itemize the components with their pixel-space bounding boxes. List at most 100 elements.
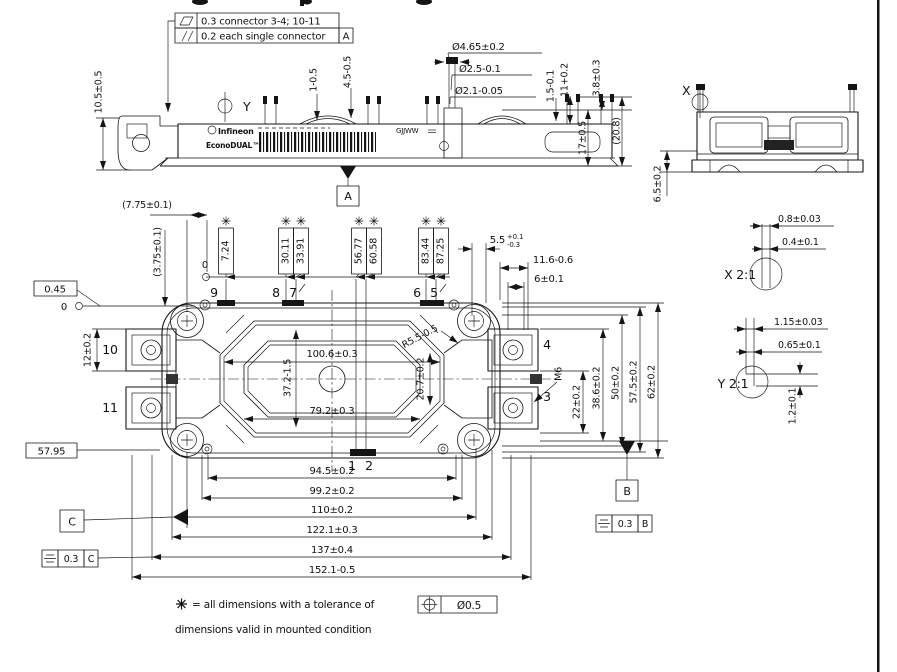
dim-bottom-122-1: 122.1±0.3 [306, 525, 357, 536]
dim-pin-dia-outer: Ø4.65±0.2 [452, 41, 505, 53]
detail-y-dim-inner: 0.65±0.1 [778, 340, 821, 351]
terminal-10 [125, 328, 177, 372]
notes: = all dimensions with a tolerance of Ø0.… [175, 595, 498, 636]
flatness-value: 0.3 connector 3-4; 10-11 [201, 17, 321, 28]
end-view: X 6.5±0.2 [653, 83, 864, 202]
ref-offset-x: (7.75±0.1) [122, 200, 172, 211]
barcode [258, 132, 376, 152]
symmetry-frame-c: 0.3 C [41, 549, 153, 568]
parallelism-datum-ref: A [343, 32, 350, 43]
main-view: 10 11 4 3 M6 1 2 0 [25, 200, 668, 580]
cropped-title-fragment [192, 0, 432, 6]
dim-corner-radius: R5.5-0.5 [400, 323, 439, 351]
pin-position-7: 33.91 [296, 238, 307, 264]
infineon-logo-icon [207, 125, 217, 135]
thread-label: M6 [554, 367, 565, 381]
datum-c-triangle-icon [173, 509, 188, 525]
brand-label: Infineon [218, 127, 254, 136]
ref-left-box: 0.45 [44, 285, 65, 296]
sheet-border [877, 0, 880, 672]
terminal-section [443, 107, 463, 159]
terminal-11-label: 11 [102, 400, 118, 415]
dim-pin-dia-core: Ø2.1-0.05 [455, 85, 503, 97]
dim-step: 1.5-0.1 [546, 70, 557, 102]
datum-b-triangle-icon [619, 441, 635, 455]
dim-right-57-5: 57.5±0.2 [629, 361, 640, 404]
dim-bottom-152-1: 152.1-0.5 [309, 565, 355, 576]
dim-bracket-height: 10.5±0.5 [94, 71, 105, 114]
parallelism-icon [181, 30, 194, 42]
ref-bottom-left-box: 57.95 [38, 447, 66, 458]
pin-position-8: 30.11 [281, 238, 292, 264]
dim-lid-width: 100.6±0.3 [306, 349, 357, 360]
terminal-11 [125, 386, 177, 430]
dim-right-38-6: 38.6±0.2 [592, 367, 603, 410]
marking-label: GJJWW [396, 127, 419, 135]
position-tolerance-value: Ø0.5 [457, 600, 481, 612]
pin-6-label: 6 [413, 285, 421, 300]
frame-b-datum: B [642, 519, 648, 530]
symmetry-frame-b: 0.3 B [595, 514, 653, 533]
side-pins [263, 94, 614, 124]
dim-base-height: 6.5±0.2 [653, 165, 664, 202]
pin-5-label: 5 [430, 285, 438, 300]
parallelism-value: 0.2 each single connector [201, 32, 326, 43]
terminal-3-label: 3 [543, 389, 551, 404]
star-icon [221, 216, 446, 226]
dim-pin5-up: +0.1 [507, 233, 523, 241]
dim-lid-height: 37.2-1.5 [283, 359, 294, 397]
dim-terminal-depth: 11.6-0.6 [533, 255, 573, 266]
dim-bottom-110: 110±0.2 [311, 505, 353, 516]
pin-9-label: 9 [210, 285, 218, 300]
note-line1: = all dimensions with a tolerance of [192, 599, 375, 611]
dim-body-height: 17±0.5 [578, 121, 589, 155]
pin-position-6: 83.44 [421, 238, 432, 264]
dim-terminal-height: 12±0.2 [83, 333, 94, 367]
detail-y: 1.15±0.03 0.65±0.1 1.2±0.1 Y 2:1 [717, 317, 828, 424]
datum-x-label: X [682, 83, 691, 98]
dim-pocket-height: 20.7±0.2 [416, 358, 427, 401]
datum-y-target-icon [217, 92, 233, 122]
datum-c-label: C [68, 516, 76, 529]
ref-offset-y: (3.75±0.1) [153, 227, 164, 277]
dim-right-62: 62±0.2 [647, 365, 658, 399]
position-tolerance-frame: Ø0.5 [417, 595, 498, 614]
tolerance-frames: 0.3 connector 3-4; 10-11 0.2 each single… [165, 12, 354, 112]
dim-top-gap: 3.8±0.3 [592, 59, 603, 96]
series-label: EconoDUAL™ [206, 141, 259, 150]
pin-position-dims: 7.24 30.11 33.91 56.77 60.58 83.44 87.25 [218, 216, 449, 278]
pin-1-label: 1 [348, 458, 356, 473]
terminal-10-label: 10 [102, 342, 118, 357]
dim-bottom-94-5: 94.5±0.2 [310, 466, 355, 477]
pin-position-1: 56.77 [354, 238, 365, 264]
frame-leader [165, 20, 175, 112]
position-icon [421, 596, 438, 613]
pin-position-9: 7.24 [221, 241, 232, 262]
frame-c-datum: C [88, 554, 95, 565]
frame-c-value: 0.3 [64, 554, 79, 565]
star-icon [176, 598, 187, 610]
detail-y-dim-outer: 1.15±0.03 [774, 317, 823, 328]
detail-y-dim-foot: 1.2±0.1 [788, 387, 799, 424]
symmetry-icon [44, 554, 56, 563]
datum-x-target-icon [691, 86, 709, 118]
pin-2-label: 2 [365, 458, 373, 473]
detail-x-label: X 2:1 [724, 267, 756, 282]
dim-overall-height: (20.8) [612, 117, 623, 144]
detail-x-dim-outer: 0.8±0.03 [778, 214, 821, 225]
dim-bottom-137: 137±0.4 [311, 545, 353, 556]
dim-pin5-low: -0.3 [507, 241, 520, 249]
origin-left-label: 0 [61, 302, 67, 313]
datum-a-triangle-icon [340, 166, 356, 179]
pin-7-label: 7 [289, 285, 297, 300]
flatness-icon [179, 16, 194, 26]
detail-y-label: Y 2:1 [717, 376, 749, 391]
pin-position-2: 60.58 [369, 238, 380, 264]
dim-right-50: 50±0.2 [611, 366, 622, 400]
origin-top-label: 0 [202, 260, 208, 271]
terminal-4 [487, 328, 539, 372]
mounting-holes [170, 304, 491, 457]
detail-x: 0.8±0.03 0.4±0.1 X 2:1 [724, 214, 834, 291]
